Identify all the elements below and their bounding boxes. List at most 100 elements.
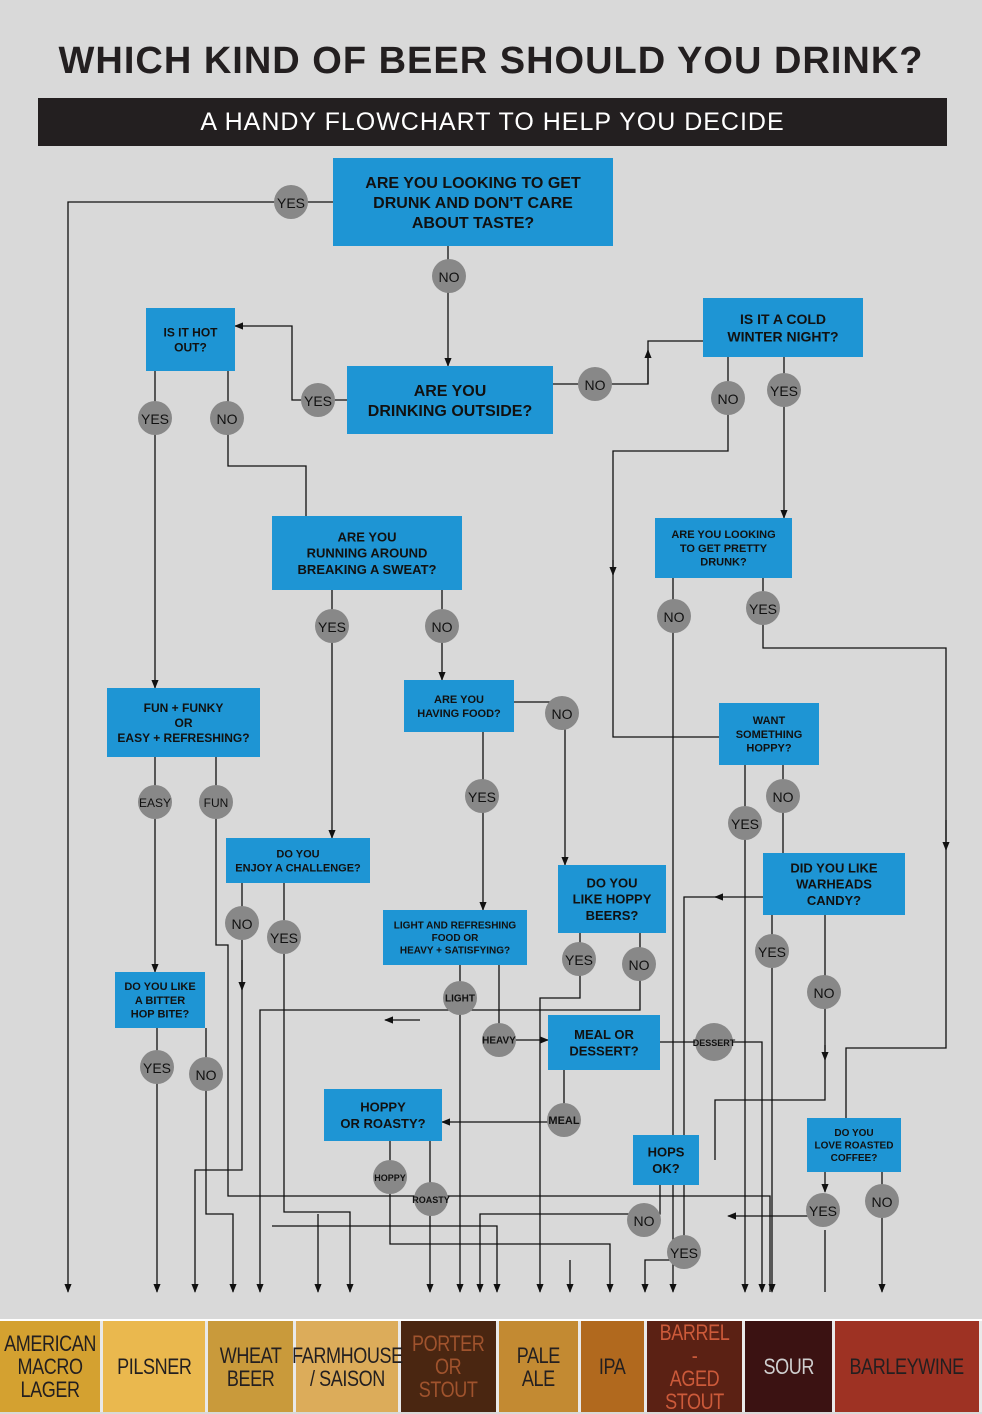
q-breaking-sweat-text: BREAKING A SWEAT? [298,562,437,577]
answer-label: YES [141,411,169,427]
beer-label: BARREL - AGED STOUT [659,1319,730,1414]
q-fun-easy-text: FUN + FUNKY [144,701,224,715]
answer-light-node: LIGHT [443,981,477,1015]
beer-label: FARMHOUSE / SAISON [291,1342,403,1391]
answer-no-node: NO [711,381,745,415]
answer-circle [267,920,301,954]
beer-wheat-beer: WHEAT BEER [208,1321,296,1412]
answer-label: LIGHT [445,994,475,1005]
q-drinking-outside-box: ARE YOU DRINKING OUTSIDE? [347,366,553,434]
q-warheads-text: DID YOU LIKE [790,860,877,875]
q-pretty-drunk-rect [655,518,792,578]
q-hot-out-text: IS IT HOT [164,325,219,339]
answer-yes-node: YES [746,591,780,625]
q-hops-ok-rect [633,1135,699,1185]
answer-label: NO [664,609,685,625]
beer-pale-ale: PALE ALE [499,1321,581,1412]
answer-dessert-node: DESSERT [693,1023,736,1061]
answer-fun-node: FUN [199,785,233,819]
answer-circle [807,975,841,1009]
q-bitter-bite-text: DO YOU LIKE [124,981,195,993]
q-like-hoppy-text: BEERS? [586,908,639,923]
answer-circle [301,383,335,417]
answer-label: HOPPY [374,1173,406,1183]
answer-circle [728,806,762,840]
answer-no-node: NO [432,259,466,293]
answer-no-node: NO [425,609,459,643]
q-hops-ok-text: HOPS [648,1145,685,1160]
page-title: WHICH KIND OF BEER SHOULD YOU DRINK? [58,40,924,82]
answer-label: NO [552,706,573,722]
beer-label: WHEAT BEER [219,1342,282,1391]
answer-yes-node: YES [728,806,762,840]
answer-label: DESSERT [693,1038,736,1048]
answer-no-node: NO [210,401,244,435]
beer-ipa: IPA [581,1321,647,1412]
q-hot-out-text: OUT? [174,340,207,354]
answer-circle [443,981,477,1015]
q-drunk-taste-rect [333,158,613,246]
answer-yes-node: YES [138,401,172,435]
answer-circle [274,185,308,219]
q-light-heavy-text: HEAVY + SATISFYING? [400,946,510,957]
answer-label: YES [304,393,332,409]
answer-label: NO [439,269,460,285]
q-like-hoppy-text: LIKE HOPPY [573,892,652,907]
answer-label: NO [232,916,253,932]
q-want-hoppy-text: SOMETHING [736,729,803,741]
answer-label: NO [718,391,739,407]
answer-circle [140,1050,174,1084]
answer-circle [865,1184,899,1218]
q-roasted-coffee-text: DO YOU [834,1128,873,1139]
beer-barleywine: BARLEYWINE [835,1321,982,1412]
q-bitter-bite-text: HOP BITE? [131,1009,190,1021]
answer-yes-node: YES [301,383,335,417]
q-drinking-outside-text: ARE YOU [414,383,487,400]
beer-label: PORTER OR STOUT [412,1331,485,1402]
answer-label: NO [634,1213,655,1229]
answer-yes-node: YES [667,1235,701,1269]
q-drinking-outside-text: DRINKING OUTSIDE? [368,403,532,420]
page-subtitle: A HANDY FLOWCHART TO HELP YOU DECIDE [38,98,947,146]
answer-yes-node: YES [267,920,301,954]
answer-no-node: NO [578,367,612,401]
beer-barrel-aged-stout: BARREL - AGED STOUT [647,1319,745,1414]
answer-no-node: NO [657,599,691,633]
answer-roasty-node: ROASTY [412,1182,450,1216]
q-bitter-bite-text: A BITTER [135,995,185,1007]
q-hot-out-rect [146,308,235,371]
answer-circle [425,609,459,643]
answer-circle [189,1057,223,1091]
q-warheads-text: WARHEADS [796,877,872,892]
answer-label: MEAL [548,1115,579,1127]
q-cold-winter-text: WINTER NIGHT? [727,328,838,344]
q-roasted-coffee-text: COFFEE? [831,1153,878,1164]
answer-label: HEAVY [482,1036,516,1047]
answer-label: NO [217,411,238,427]
answer-label: NO [432,619,453,635]
q-like-hoppy-rect [558,865,666,933]
answer-easy-node: EASY [138,785,172,819]
q-hoppy-roasty-text: OR ROASTY? [340,1116,425,1131]
answer-circle [806,1193,840,1227]
answer-circle [138,401,172,435]
q-cold-winter-rect [703,298,863,357]
answer-label: YES [770,383,798,399]
q-hoppy-roasty-rect [324,1089,442,1141]
answer-yes-node: YES [315,609,349,643]
q-drunk-taste-text: ARE YOU LOOKING TO GET [365,175,581,192]
beer-american-macro-lager: AMERICAN MACRO LAGER [0,1321,103,1412]
answer-no-node: NO [865,1184,899,1218]
answer-circle [315,609,349,643]
answer-no-node: NO [545,696,579,730]
answer-circle [755,934,789,968]
q-drinking-outside-rect [347,366,553,434]
